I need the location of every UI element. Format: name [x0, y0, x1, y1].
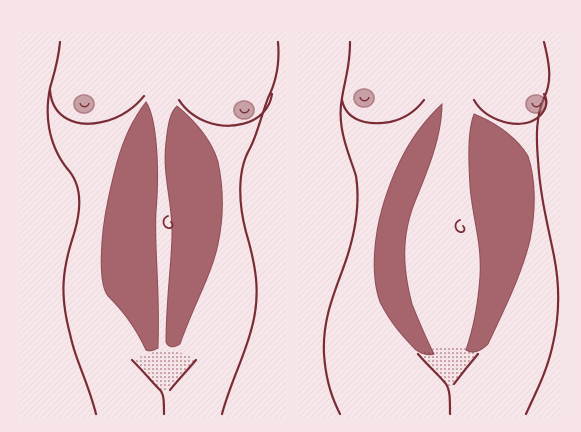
illustration-frame — [4, 4, 577, 428]
left-areola-left — [74, 95, 94, 113]
diastasis-illustration — [4, 4, 577, 428]
right-areola-right — [526, 95, 546, 113]
left-areola-right — [234, 101, 254, 119]
figure-left — [20, 32, 286, 418]
right-areola-left — [354, 89, 374, 107]
figure-right — [298, 32, 561, 418]
